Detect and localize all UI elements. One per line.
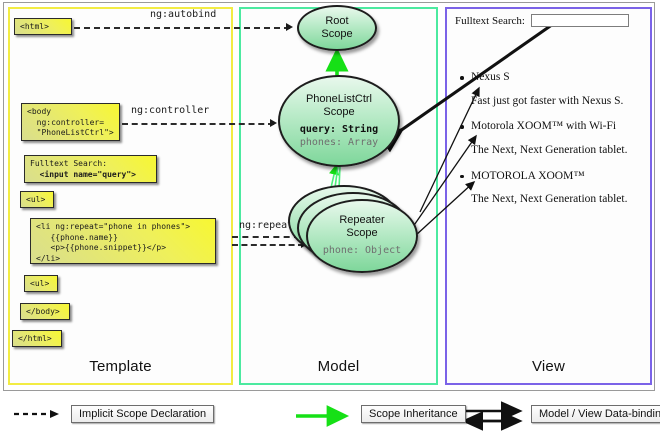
list-item: MOTOROLA XOOM™ The Next, Next Generation… <box>455 170 645 206</box>
panel-label-model: Model <box>317 358 360 375</box>
legend: Implicit Scope Declaration Scope Inherit… <box>0 396 660 435</box>
code-box-fulltext-search: Fulltext Search: <input name="query"> <box>24 155 157 183</box>
scope-repeater: Repeater Scope phone: Object <box>306 199 418 273</box>
scope-root-title: Root Scope <box>321 15 353 40</box>
legend-label: Implicit Scope Declaration <box>71 405 215 423</box>
dashed-arrow-icon <box>14 410 59 418</box>
panel-label-template: Template <box>89 358 152 375</box>
phone-snippet: The Next, Next Generation tablet. <box>471 143 628 156</box>
legend-item-model-view-data-binding: Model / View Data-binding <box>466 405 660 423</box>
legend-item-scope-inheritance: Scope Inheritance <box>296 405 466 423</box>
code-box-ul-close: <ul> <box>24 275 58 292</box>
scope-repeater-props: phone: Object <box>322 245 402 257</box>
code-box-body-controller: <body ng:controller= "PhoneListCtrl"> <box>21 103 120 141</box>
connector-label-ng-controller: ng:controller <box>131 105 210 116</box>
view-search-row: Fulltext Search: <box>455 14 645 27</box>
search-input[interactable] <box>530 14 629 27</box>
phone-snippet: Fast just got faster with Nexus S. <box>471 94 624 107</box>
scope-repeater-title: Repeater Scope <box>339 214 385 239</box>
scope-root: Root Scope <box>297 5 377 51</box>
code-box-html-close: </html> <box>12 330 62 347</box>
phone-name: Motorola XOOM™ with Wi-Fi <box>455 120 645 133</box>
connector-line-ng-repeat-b <box>232 244 304 246</box>
legend-item-implicit-scope-declaration: Implicit Scope Declaration <box>14 405 215 423</box>
scope-phonelistctrl: PhoneListCtrl Scope query: String phones… <box>278 75 400 167</box>
connector-line-ng-autobind <box>74 27 290 29</box>
legend-label: Scope Inheritance <box>361 405 466 423</box>
phone-list: Nexus S Fast just got faster with Nexus … <box>455 71 645 206</box>
scope-phonelistctrl-props: query: String phones: Array <box>299 124 379 148</box>
connector-line-ng-controller <box>122 123 274 125</box>
connector-arrow-ng-controller <box>270 119 277 127</box>
connector-label-ng-repeat: ng:repeat <box>239 220 294 231</box>
connector-line-ng-repeat-a <box>232 236 300 238</box>
connector-arrow-ng-autobind <box>286 23 293 31</box>
phone-name: MOTOROLA XOOM™ <box>455 170 645 183</box>
code-box-html-open: <html> <box>14 18 72 35</box>
phone-snippet: The Next, Next Generation tablet. <box>471 193 628 206</box>
connector-label-ng-autobind: ng:autobind <box>150 9 217 20</box>
scope-phonelistctrl-title: PhoneListCtrl Scope <box>305 92 373 118</box>
code-box-li-repeat: <li ng:repeat="phone in phones"> {{phone… <box>30 218 216 264</box>
phone-name: Nexus S <box>455 71 645 84</box>
search-label: Fulltext Search: <box>455 14 525 27</box>
code-box-ul-open: <ul> <box>20 191 54 208</box>
list-item: Motorola XOOM™ with Wi-Fi The Next, Next… <box>455 120 645 156</box>
panel-label-view: View <box>531 358 566 375</box>
list-item: Nexus S Fast just got faster with Nexus … <box>455 71 645 107</box>
view-content: Fulltext Search: Nexus S Fast just got f… <box>455 14 645 219</box>
legend-label: Model / View Data-binding <box>531 405 660 423</box>
code-box-body-close: </body> <box>20 303 70 320</box>
